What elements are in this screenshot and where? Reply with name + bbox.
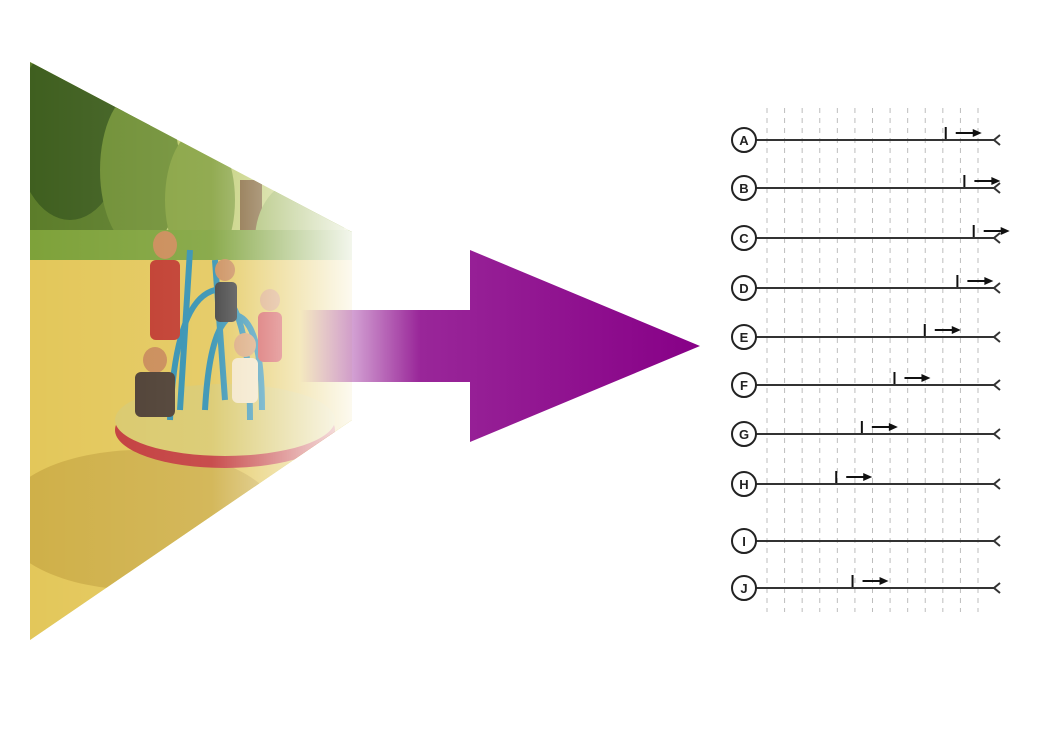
track-end-chevron-icon [992, 134, 1001, 146]
track-end-chevron-icon [992, 232, 1001, 244]
track-label-circle [731, 127, 757, 153]
track-label: J [740, 581, 747, 596]
track-label-circle [731, 324, 757, 350]
track-label: A [739, 133, 749, 148]
track-end-chevron-icon [992, 379, 1001, 391]
track-end-chevron-icon [992, 535, 1001, 547]
track-label: B [739, 181, 748, 196]
track-label: C [739, 231, 749, 246]
track-label: G [739, 427, 749, 442]
track-label: I [742, 534, 746, 549]
track-label-circle [731, 175, 757, 201]
track-label: E [740, 330, 749, 345]
track-label-circle [731, 421, 757, 447]
track-row-d: D [731, 275, 1001, 301]
vertical-grid [766, 108, 979, 612]
track-end-chevron-icon [992, 428, 1001, 440]
arrow-right-icon [951, 326, 961, 334]
arrow-right-icon [863, 473, 873, 481]
track-label-circle [731, 528, 757, 554]
track-end-chevron-icon [992, 331, 1001, 343]
track-row-f: F [731, 372, 1001, 398]
track-row-h: H [731, 471, 1001, 497]
track-label-circle [731, 225, 757, 251]
arrow-right-icon [921, 374, 931, 382]
track-row-j: J [731, 575, 1001, 601]
arrow-right-icon [888, 423, 898, 431]
track-end-chevron-icon [992, 282, 1001, 294]
track-rows: A B C D E F G H I J [731, 127, 1010, 601]
track-label: H [739, 477, 748, 492]
track-label: D [739, 281, 748, 296]
arrow-right-icon [991, 177, 1001, 185]
track-row-a: A [731, 127, 1001, 153]
track-label: F [740, 378, 748, 393]
arrow-right-icon [879, 577, 889, 585]
track-label-circle [731, 275, 757, 301]
arrow-right-icon [1000, 227, 1010, 235]
arrow-right-icon [984, 277, 994, 285]
track-row-c: C [731, 225, 1010, 251]
track-end-chevron-icon [992, 582, 1001, 594]
track-row-i: I [731, 528, 1001, 554]
arrow-right-icon [972, 129, 982, 137]
track-label-circle [731, 575, 757, 601]
track-row-e: E [731, 324, 1001, 350]
track-end-chevron-icon [992, 182, 1001, 194]
track-row-g: G [731, 421, 1001, 447]
track-end-chevron-icon [992, 478, 1001, 490]
track-label-circle [731, 372, 757, 398]
track-label-circle [731, 471, 757, 497]
track-row-b: B [731, 175, 1001, 201]
arrow-shape [300, 250, 700, 442]
